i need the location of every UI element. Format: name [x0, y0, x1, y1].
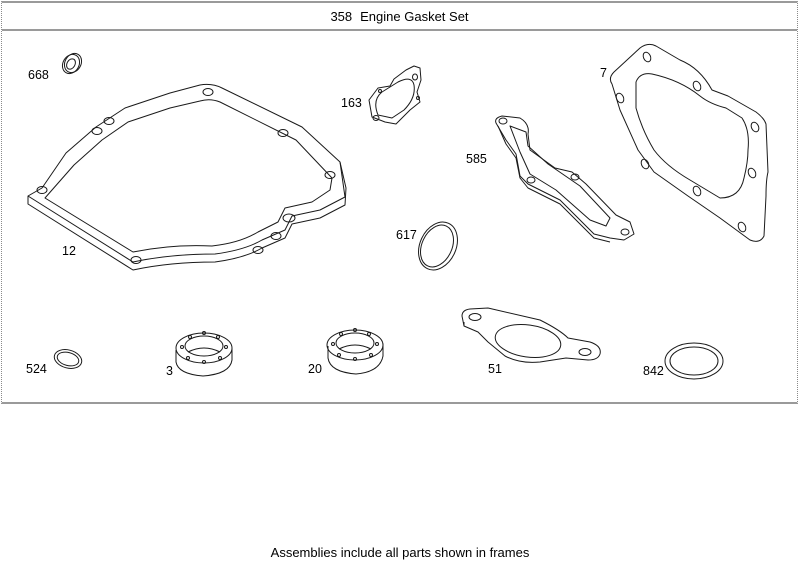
part-668-seal-ring-icon[interactable] [59, 50, 85, 76]
callout-842[interactable]: 842 [643, 364, 664, 378]
part-842-o-ring-icon[interactable] [664, 342, 724, 380]
callout-51[interactable]: 51 [488, 362, 502, 376]
callout-12[interactable]: 12 [62, 244, 76, 258]
part-617-o-ring-icon[interactable] [411, 216, 465, 277]
callout-3[interactable]: 3 [166, 364, 173, 378]
footer-note: Assemblies include all parts shown in fr… [270, 545, 530, 560]
part-524-o-ring-icon[interactable] [52, 347, 84, 372]
callout-7[interactable]: 7 [600, 66, 607, 80]
assembly-header: 358 Engine Gasket Set [2, 3, 797, 31]
part-7-cylinder-head-gasket-icon[interactable] [609, 43, 769, 242]
part-163-carburetor-gasket-icon[interactable] [368, 65, 422, 125]
part-3-oil-seal-icon[interactable] [175, 331, 233, 377]
callout-668[interactable]: 668 [28, 68, 49, 82]
part-12-crankcase-gasket-icon[interactable] [27, 83, 347, 271]
callout-617[interactable]: 617 [396, 228, 417, 242]
assembly-frame: 358 Engine Gasket Set [1, 1, 798, 404]
callout-585[interactable]: 585 [466, 152, 487, 166]
part-51-exhaust-gasket-icon[interactable] [461, 307, 601, 363]
assembly-number: 358 [330, 9, 353, 24]
part-20-oil-seal-icon[interactable] [326, 328, 384, 375]
parts-diagram [27, 43, 769, 380]
callout-20[interactable]: 20 [308, 362, 322, 376]
part-585-breather-gasket-icon[interactable] [495, 115, 635, 243]
callout-524[interactable]: 524 [26, 362, 47, 376]
assembly-title: Engine Gasket Set [360, 9, 469, 24]
callout-163[interactable]: 163 [341, 96, 362, 110]
